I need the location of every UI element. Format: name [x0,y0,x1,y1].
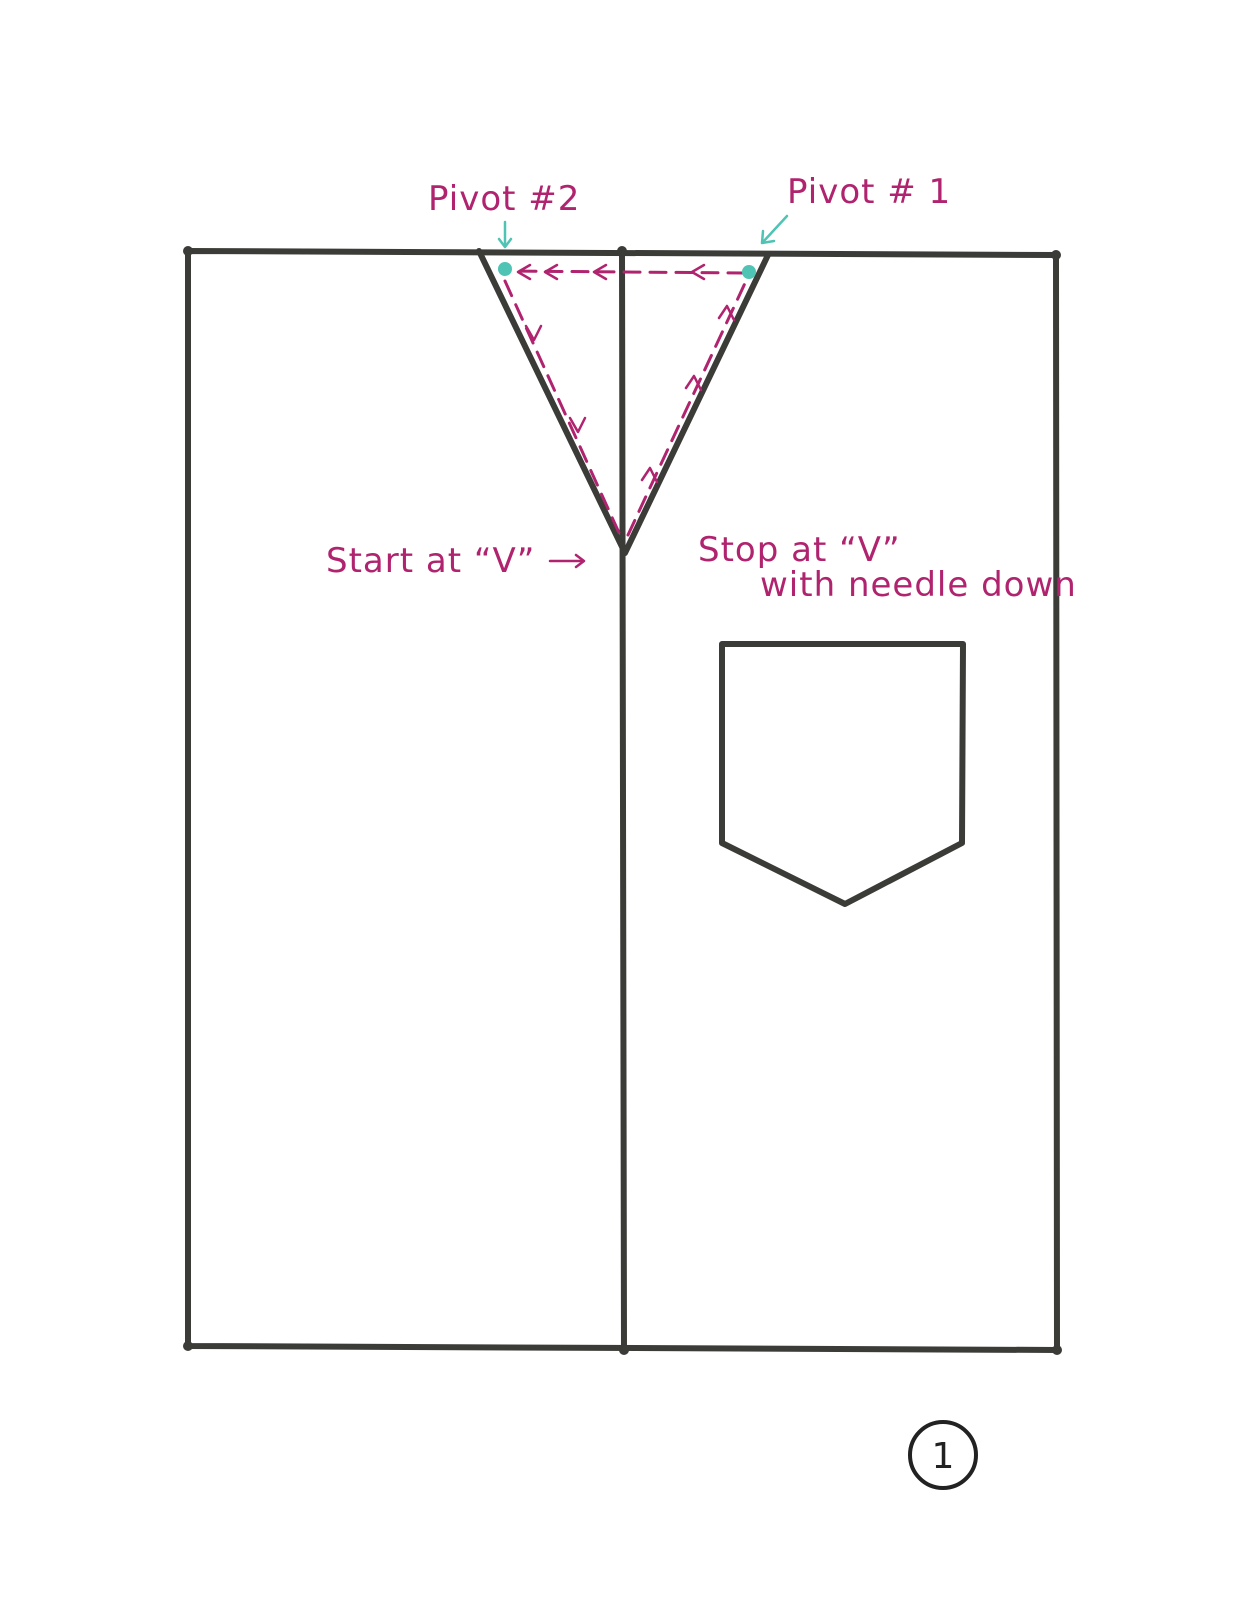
stitch-arrow-left-1 [690,263,706,281]
stitch-line-down-left [503,279,622,537]
pivot-1-dot [742,265,756,279]
pivot-1-label: Pivot # 1 [787,172,951,212]
shirt-outline [183,246,1062,1355]
stitch-arrow-left-3 [543,263,559,281]
start-arrow-tip [574,553,586,569]
stitch-arrow-up-3 [717,304,736,322]
pivot-markers [497,214,789,279]
pivot-2-label: Pivot #2 [428,179,580,219]
corner-dot-bottom-right [1052,1345,1062,1355]
corner-dot-bottom-center [619,1345,629,1355]
corner-dot-bottom-left [183,1341,193,1351]
stitch-arrow-left-4 [516,263,532,281]
stop-label-line2: with needle down [760,565,1077,605]
corner-dot-top-left [183,246,193,256]
pivot-2-dot [498,262,512,276]
stitch-arrow-down-1 [524,324,543,342]
page-number-circle [908,1420,978,1490]
start-label: Start at “V” [326,541,535,581]
stitch-arrow-down-2 [568,416,587,434]
stitch-arrow-up-1 [640,466,659,484]
corner-dot-top-right [1051,250,1061,260]
stitch-arrow-left-2 [592,263,608,281]
page-number-badge: 1 [908,1420,978,1490]
pivot-2-pointer-arrowhead [497,237,513,249]
start-arrow [548,553,586,569]
stop-label-line1: Stop at “V” [698,530,901,570]
shirt-pocket [719,641,966,907]
pivot-1-pointer-arrow [761,214,789,244]
stitch-line-up-right [626,279,748,537]
stitch-arrow-up-2 [684,374,703,392]
page-number: 1 [932,1436,955,1477]
v-neckline [476,248,771,556]
pivot-1-pointer-arrowhead [760,229,776,245]
stitch-path [503,263,748,537]
corner-dot-top-center [617,246,627,256]
stitch-line-top [505,269,746,275]
center-placket-line [619,248,627,1353]
